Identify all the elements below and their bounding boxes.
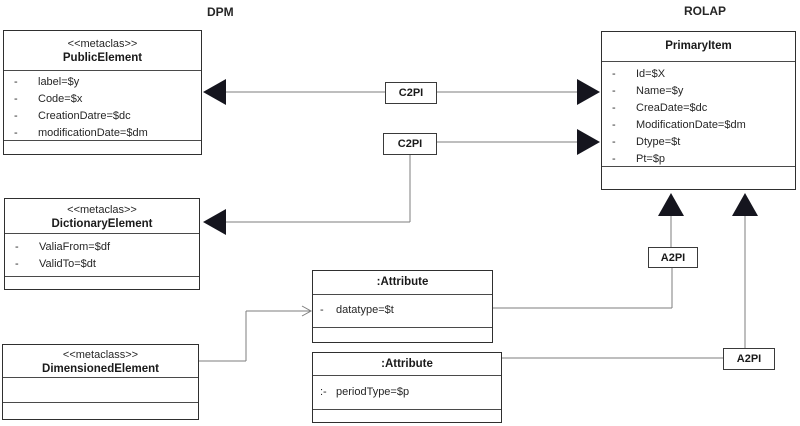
arrowhead-right-icon [577, 79, 600, 105]
attribute-text: Dtype=$t [636, 136, 681, 148]
attribute-text: modificationDate=$dm [38, 127, 148, 139]
generalization-a2pi-right [502, 193, 758, 359]
attribute-bullet: - [612, 68, 616, 80]
region-label-rolap: ROLAP [684, 4, 726, 18]
connector-label-c2pi-middle[interactable]: C2PI [383, 133, 437, 155]
arrowhead-up-icon [658, 193, 684, 216]
connector-label-a2pi-left[interactable]: A2PI [648, 247, 698, 268]
attribute-text: CreaDate=$dc [636, 102, 708, 114]
class-name: DictionaryElement [51, 218, 153, 230]
attribute-row: - Code=$x [4, 91, 201, 108]
attribute-bullet: - [14, 110, 18, 122]
attribute-bullet: - [612, 136, 616, 148]
class-name: PublicElement [62, 52, 143, 64]
attributes-compartment: :- periodType=$p [313, 375, 501, 409]
connector-label-c2pi-top[interactable]: C2PI [385, 82, 437, 104]
class-name: PrimaryItem [665, 40, 732, 52]
class-header: :Attribute [313, 353, 501, 375]
class-header: :Attribute [313, 271, 492, 294]
empty-compartment [4, 140, 201, 154]
empty-compartment [602, 166, 795, 189]
stereotype-label: <<metaclas>> [67, 204, 137, 216]
attributes-compartment: - label=$y - Code=$x - CreationDatre=$dc… [4, 70, 201, 140]
attribute-row: :- periodType=$p [313, 384, 501, 401]
attribute-row: - CreationDatre=$dc [4, 108, 201, 125]
attribute-row: - Name=$y [602, 83, 795, 100]
attribute-text: ValidTo=$dt [39, 258, 96, 270]
attribute-bullet: - [320, 304, 324, 316]
arrowhead-left-icon [203, 79, 226, 105]
arrowhead-up-icon [732, 193, 758, 216]
class-header: <<metaclas>> PublicElement [4, 31, 201, 70]
attribute-bullet: - [612, 102, 616, 114]
class-dictionary-element[interactable]: <<metaclas>> DictionaryElement - ValiaFr… [4, 198, 200, 290]
object-attribute-datatype[interactable]: :Attribute - datatype=$t [312, 270, 493, 343]
attribute-row: - Dtype=$t [602, 134, 795, 151]
empty-compartment [5, 276, 199, 289]
connector-label-a2pi-right[interactable]: A2PI [723, 348, 775, 370]
attribute-row: - ValidTo=$dt [5, 256, 199, 273]
class-primary-item[interactable]: PrimaryItem - Id=$X - Name=$y - CreaDate… [601, 31, 796, 190]
attribute-text: ModificationDate=$dm [636, 119, 746, 131]
region-label-dpm: DPM [207, 5, 234, 19]
link-dimensioned-to-attribute [199, 305, 313, 362]
attributes-compartment: - Id=$X - Name=$y - CreaDate=$dc - Modif… [602, 61, 795, 166]
attribute-text: Name=$y [636, 85, 684, 97]
arrowhead-right-icon [577, 129, 600, 155]
attribute-bullet: - [612, 153, 616, 165]
attribute-row: - CreaDate=$dc [602, 100, 795, 117]
attribute-row: - modificationDate=$dm [4, 125, 201, 142]
stereotype-label: <<metaclass>> [62, 349, 139, 361]
object-attribute-periodtype[interactable]: :Attribute :- periodType=$p [312, 352, 502, 423]
attribute-bullet: - [14, 93, 18, 105]
attribute-row: - Id=$X [602, 66, 795, 83]
attribute-bullet: :- [320, 386, 327, 398]
attribute-bullet: - [612, 119, 616, 131]
arrowhead-left-icon [203, 209, 226, 235]
class-dimensioned-element[interactable]: <<metaclass>> DimensionedElement [2, 344, 199, 420]
stereotype-label: <<metaclas>> [67, 38, 138, 50]
attribute-bullet: - [15, 258, 19, 270]
class-header: <<metaclass>> DimensionedElement [3, 345, 198, 377]
attribute-text: CreationDatre=$dc [38, 110, 131, 122]
class-name: DimensionedElement [42, 363, 159, 375]
attribute-text: Id=$X [636, 68, 666, 80]
attribute-text: label=$y [38, 76, 80, 88]
attribute-row: - label=$y [4, 74, 201, 91]
attribute-bullet: - [15, 241, 19, 253]
class-header: PrimaryItem [602, 32, 795, 61]
attributes-compartment: - ValiaFrom=$df - ValidTo=$dt [5, 233, 199, 276]
empty-compartment [313, 327, 492, 342]
attribute-row: - Pt=$p [602, 151, 795, 168]
attribute-bullet: - [612, 85, 616, 97]
attribute-row: - datatype=$t [313, 302, 492, 319]
attribute-text: datatype=$t [336, 304, 394, 316]
attribute-text: periodType=$p [336, 386, 410, 398]
attribute-bullet: - [14, 127, 18, 139]
attribute-text: Code=$x [38, 93, 83, 105]
attribute-text: ValiaFrom=$df [39, 241, 111, 253]
attributes-compartment [3, 377, 198, 402]
attribute-bullet: - [14, 76, 18, 88]
class-public-element[interactable]: <<metaclas>> PublicElement - label=$y - … [3, 30, 202, 155]
attribute-text: Pt=$p [636, 153, 666, 165]
class-name: :Attribute [376, 276, 429, 288]
attribute-row: - ValiaFrom=$df [5, 239, 199, 256]
attributes-compartment: - datatype=$t [313, 294, 492, 327]
open-arrowhead-icon [301, 305, 313, 317]
empty-compartment [3, 402, 198, 419]
class-name: :Attribute [381, 357, 433, 370]
class-header: <<metaclas>> DictionaryElement [5, 199, 199, 233]
empty-compartment [313, 409, 501, 422]
attribute-row: - ModificationDate=$dm [602, 117, 795, 134]
